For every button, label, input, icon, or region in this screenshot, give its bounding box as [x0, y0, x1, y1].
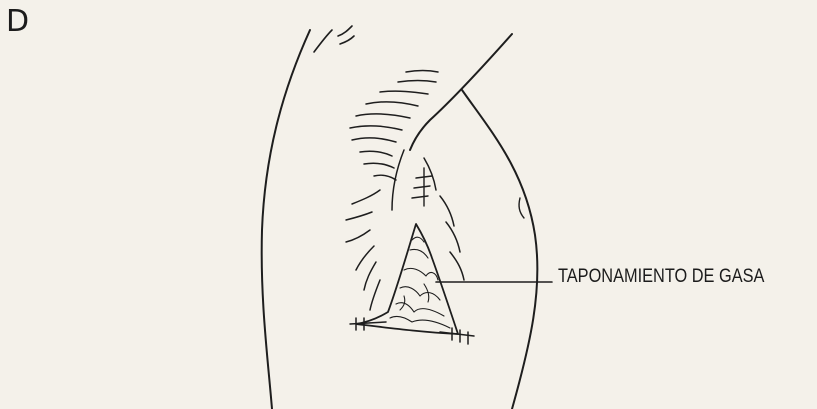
inguinal-fold-outline — [410, 34, 512, 150]
left-thigh-outline — [262, 30, 310, 409]
right-thigh-crease — [519, 198, 524, 218]
gauze-packing — [356, 224, 458, 334]
panel-letter: D — [6, 4, 29, 39]
labia-majora-left — [346, 150, 404, 310]
suture-marks — [412, 168, 432, 206]
right-thigh-outline — [462, 90, 537, 409]
left-thigh-top-stroke — [314, 30, 332, 52]
gauze-packing-label: TAPONAMIENTO DE GASA — [558, 266, 764, 288]
hair-tuft — [338, 26, 354, 44]
